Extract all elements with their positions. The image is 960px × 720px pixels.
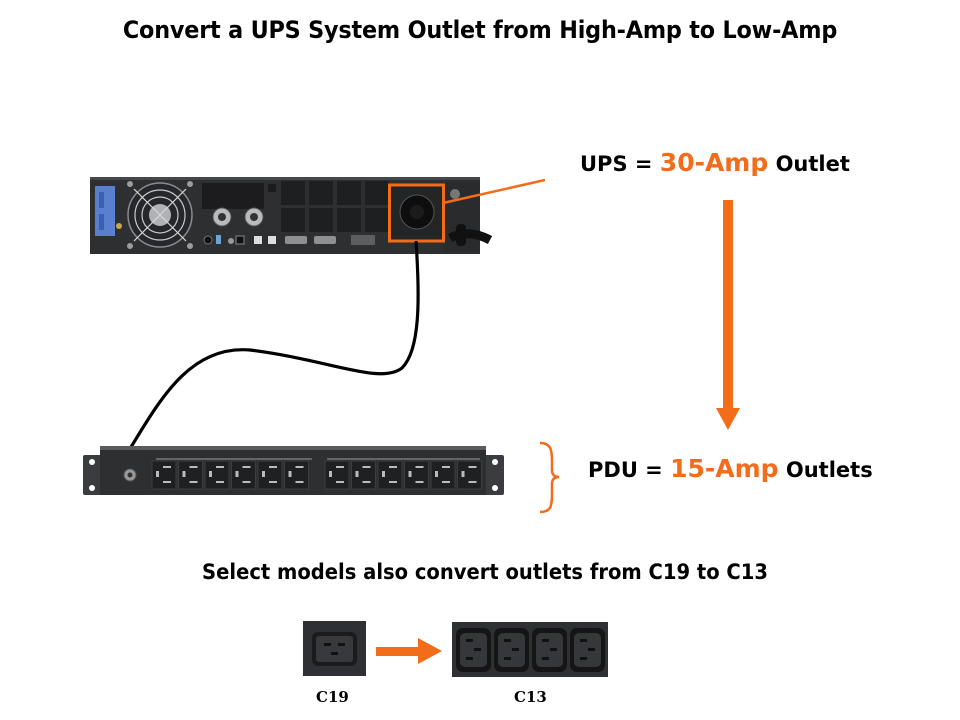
c13-outlet-icon: [456, 628, 491, 672]
slide-subtitle: Select models also convert outlets from …: [202, 560, 768, 584]
power-cord: [447, 229, 493, 245]
battery-connector-icon: [95, 186, 115, 236]
ups-outlet-label: UPS = 30-Amp Outlet: [580, 148, 850, 177]
pdu-outlet-icon: [284, 460, 309, 490]
pdu-label-suffix: Outlets: [778, 458, 873, 482]
ups-nema-outlets: [281, 181, 389, 232]
fan-icon: [127, 181, 193, 249]
down-arrow-icon: [716, 200, 740, 430]
pdu-outlet-icon: [324, 460, 350, 490]
pdu-outlet-icon: [257, 460, 283, 490]
pdu-outlet-icon: [404, 460, 429, 490]
c13-caption: C13: [514, 688, 547, 706]
ups-amp-rating: 30-Amp: [659, 148, 769, 177]
c13-connector-image: [452, 622, 608, 677]
pdu-outlet-icon: [204, 460, 230, 490]
pdu-front-panel: [83, 446, 504, 495]
pdu-outlet-icon: [430, 460, 456, 490]
c19-caption: C19: [316, 688, 349, 706]
pdu-outlet-icon: [377, 460, 403, 490]
pdu-outlet-label: PDU = 15-Amp Outlets: [588, 454, 873, 483]
power-cable: [129, 240, 420, 448]
pdu-outlet-icon: [457, 460, 482, 490]
c13-outlet-icon: [570, 628, 605, 672]
leader-line: [442, 178, 546, 205]
pdu-label-prefix: PDU =: [588, 458, 671, 482]
c13-outlet-icon: [494, 628, 529, 672]
ups-label-suffix: Outlet: [768, 152, 850, 176]
ups-rear-panel: [90, 177, 493, 254]
pdu-outlet-icon: [351, 460, 376, 490]
right-arrow-icon: [376, 638, 442, 664]
curly-brace-icon: [539, 441, 560, 514]
pdu-outlet-icon: [151, 460, 177, 490]
c13-outlet-icon: [532, 628, 567, 672]
slide-title: Convert a UPS System Outlet from High-Am…: [122, 16, 838, 44]
pdu-outlet-icon: [178, 460, 203, 490]
pdu-amp-rating: 15-Amp: [670, 454, 779, 483]
pdu-outlets: [151, 460, 482, 490]
c19-connector-image: [303, 621, 366, 676]
ups-label-prefix: UPS =: [580, 152, 660, 176]
pdu-outlet-icon: [231, 460, 256, 490]
